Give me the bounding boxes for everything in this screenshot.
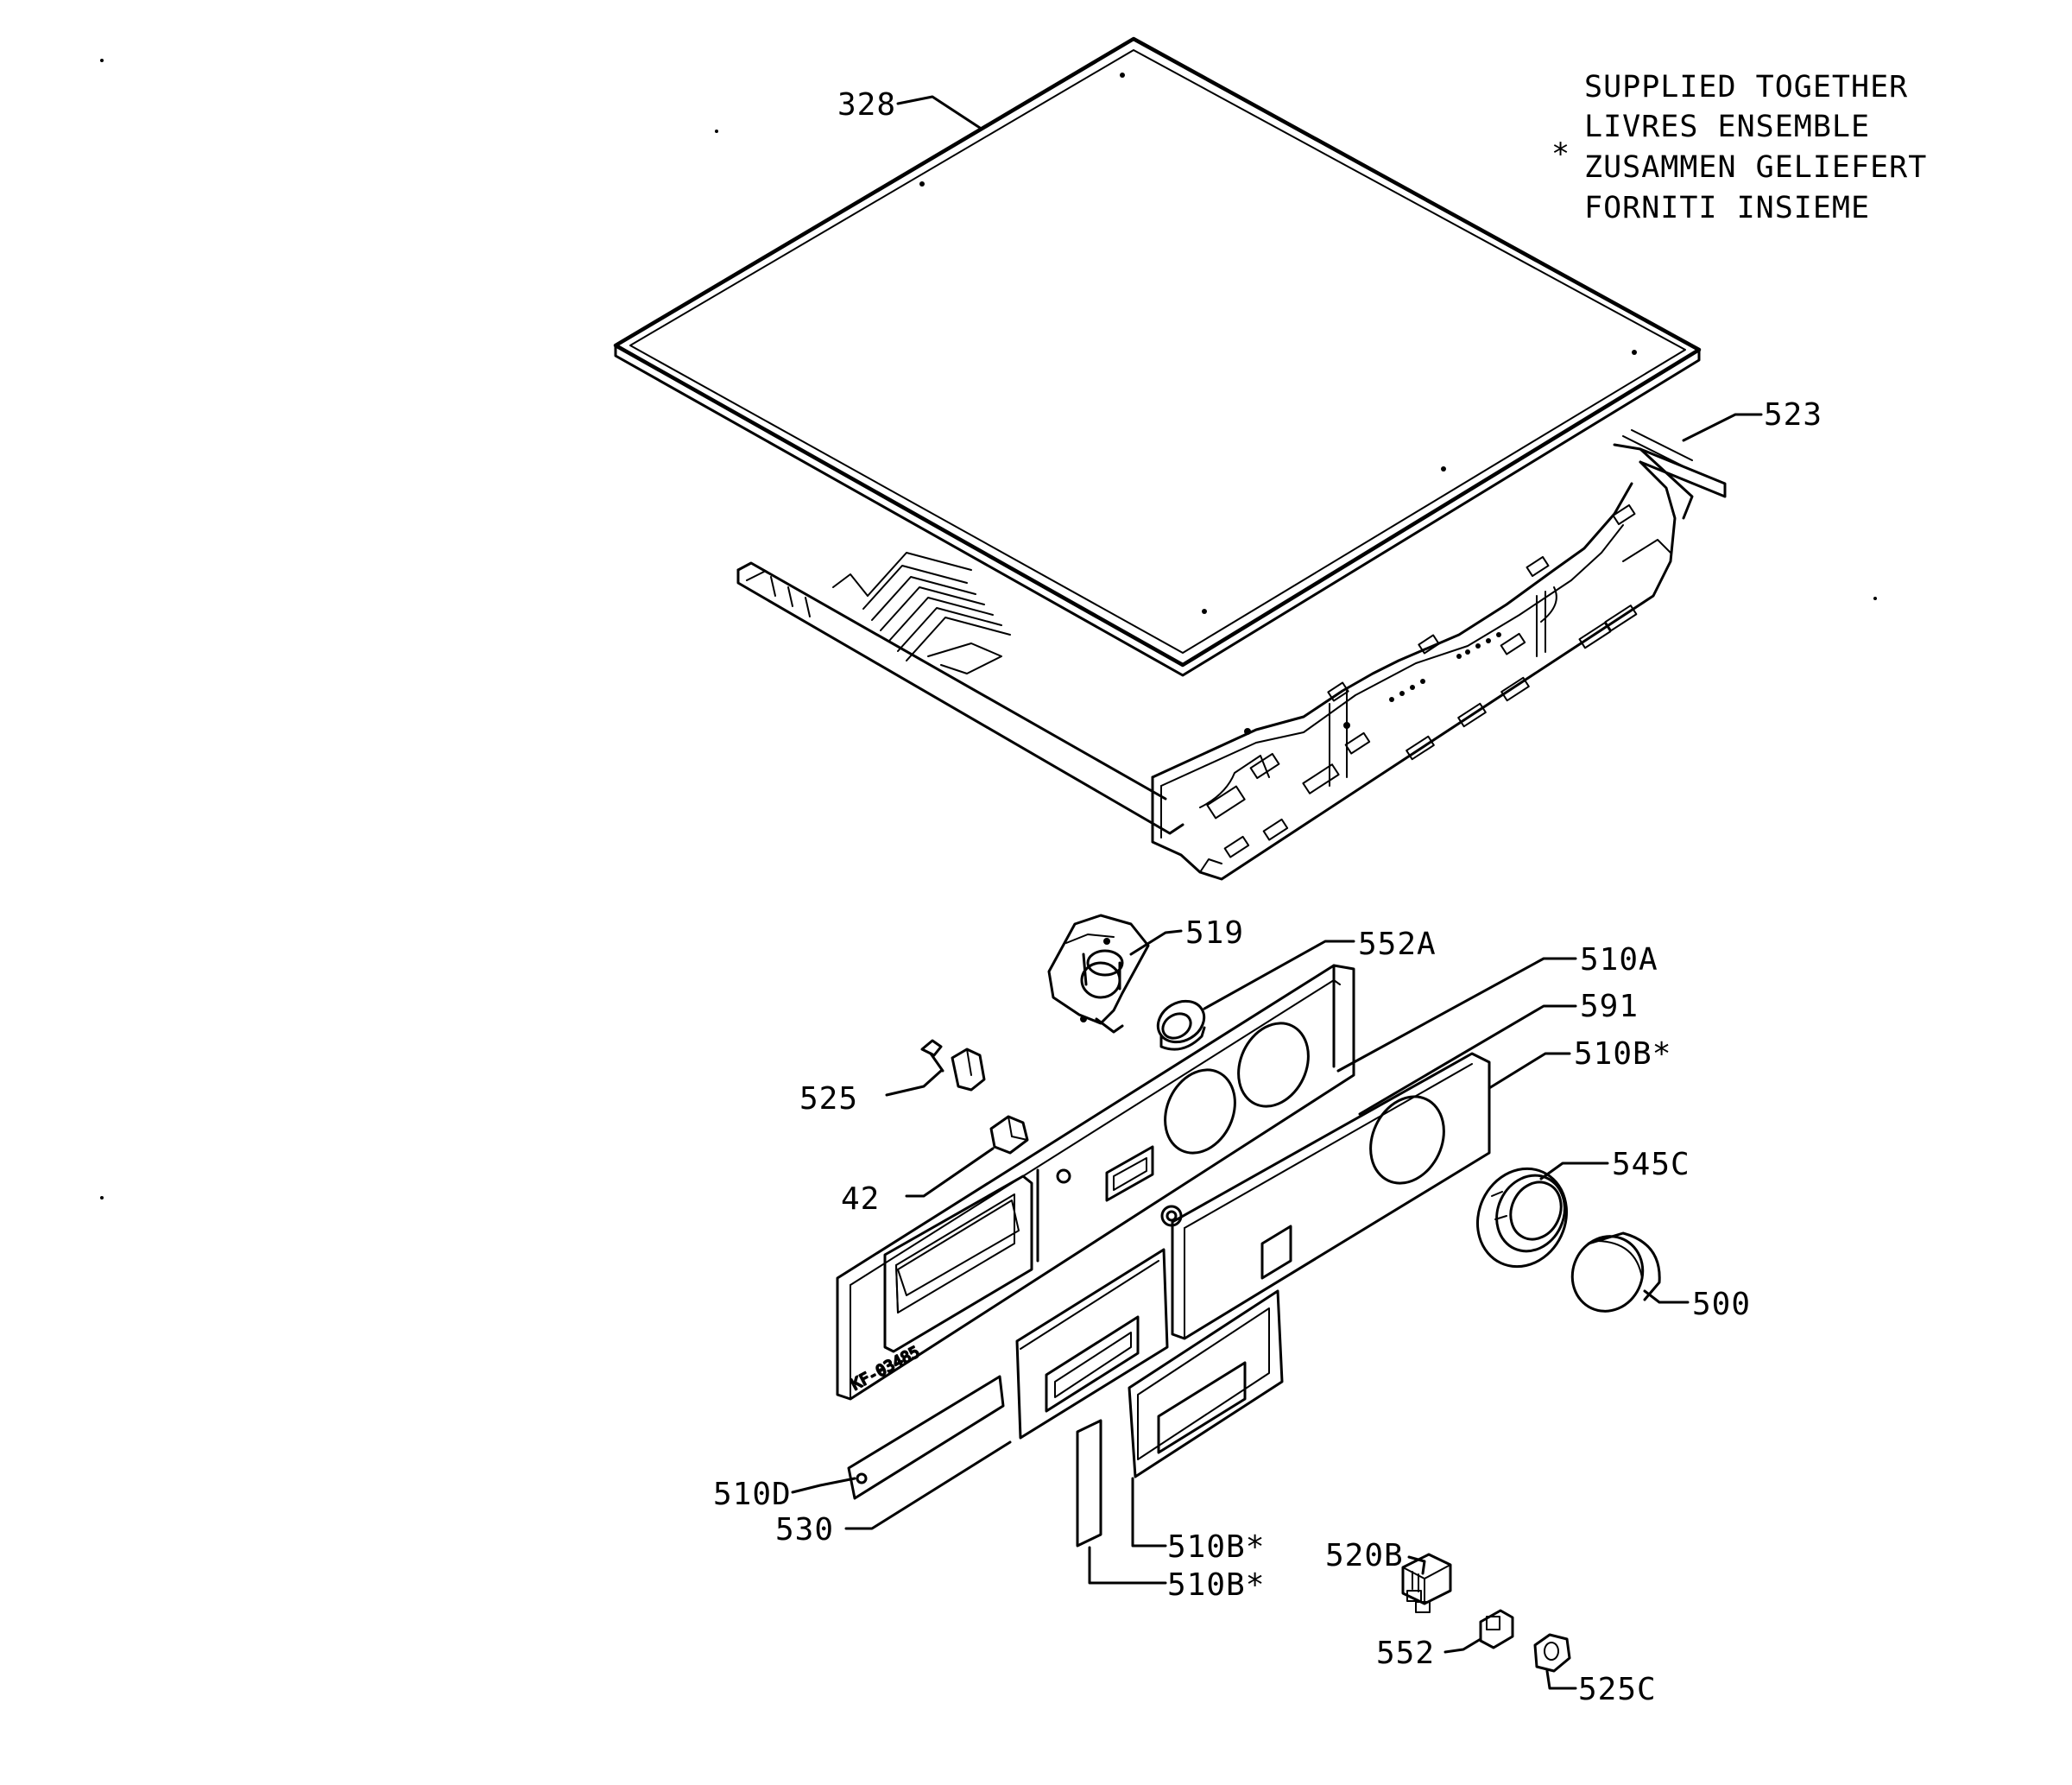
label-530: 530: [775, 1512, 834, 1548]
part-545c: [1475, 1167, 1569, 1269]
label-510a: 510A: [1580, 942, 1658, 978]
panel-591: [1160, 1052, 1491, 1340]
label-523: 523: [1764, 397, 1822, 433]
part-520b: [1401, 1553, 1452, 1613]
leader-lines: [791, 95, 1763, 1690]
label-520b: 520B: [1325, 1538, 1404, 1573]
label-525c: 525C: [1578, 1672, 1657, 1707]
note-asterisk: *: [1551, 137, 1570, 172]
note-line-3: ZUSAMMEN GELIEFERT: [1584, 150, 1927, 185]
panel-code-text: KF-03485: [848, 1343, 922, 1394]
part-labels: 328 523 519 552A 510A 591 510B* 525 42 5…: [713, 87, 1822, 1707]
part-500: [1570, 1231, 1661, 1313]
label-500: 500: [1692, 1287, 1751, 1322]
strip-510d: [847, 1375, 1005, 1500]
top-frame: [736, 429, 1727, 881]
control-panel-510a: KF-03485: [836, 964, 1355, 1401]
label-552a: 552A: [1358, 927, 1437, 962]
worktop-lid: [613, 36, 1702, 677]
part-42: [989, 1115, 1029, 1155]
label-42: 42: [841, 1181, 880, 1217]
label-510b-bottom: 510B*: [1167, 1567, 1265, 1603]
part-525: [920, 1039, 986, 1092]
label-545c: 545C: [1612, 1147, 1690, 1182]
note-line-1: SUPPLIED TOGETHER: [1584, 70, 1908, 104]
note-line-2: LIVRES ENSEMBLE: [1584, 110, 1870, 144]
label-519: 519: [1185, 915, 1244, 951]
label-510b-mid: 510B*: [1167, 1529, 1265, 1565]
label-510d: 510D: [713, 1477, 792, 1512]
note-line-4: FORNITI INSIEME: [1584, 191, 1870, 225]
part-525c: [1533, 1633, 1571, 1673]
part-552a: [1156, 999, 1206, 1051]
label-525: 525: [799, 1081, 858, 1117]
part-519: [1047, 914, 1150, 1034]
label-591: 591: [1580, 989, 1639, 1024]
label-552: 552: [1376, 1636, 1435, 1671]
supplied-together-note: * SUPPLIED TOGETHER LIVRES ENSEMBLE ZUSA…: [1551, 70, 1927, 225]
part-552: [1479, 1609, 1514, 1649]
label-328: 328: [837, 87, 896, 123]
display-frame: [1015, 1248, 1284, 1548]
label-510b-top: 510B*: [1574, 1036, 1671, 1072]
